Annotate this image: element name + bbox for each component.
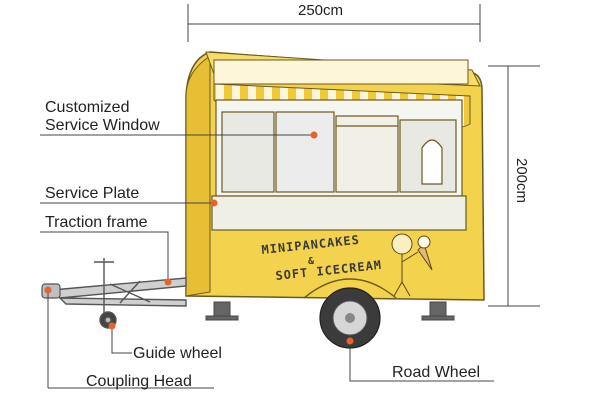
leader-lines [40,134,494,389]
label-traction-frame: Traction frame [45,214,148,231]
truck-text-line2: & [308,256,315,267]
height-dimension [488,65,540,307]
width-label: 250cm [298,2,344,19]
marker-service-plate [210,199,218,207]
label-road-wheel: Road Wheel [392,364,481,381]
label-service-window-line2: Service Window [45,117,160,134]
road-wheel [303,278,397,349]
marker-traction-frame [164,278,172,286]
marker-coupling-head [44,286,52,294]
service-window [215,99,463,197]
marker-guide-wheel [108,322,116,330]
mascot-icon [391,233,433,297]
label-guide-wheel: Guide wheel [133,345,222,362]
marker-road-wheel [346,337,354,345]
traction-frame [50,277,187,307]
marker-dots [44,131,354,345]
support-jacks [205,301,455,321]
label-service-plate: Service Plate [45,185,140,202]
marker-service-window [310,131,318,139]
height-label: 200cm [513,158,530,204]
label-coupling-head: Coupling Head [86,373,192,390]
service-plate [211,195,467,231]
width-dimension [187,4,481,42]
label-service-window-line1: Customized [45,99,130,116]
